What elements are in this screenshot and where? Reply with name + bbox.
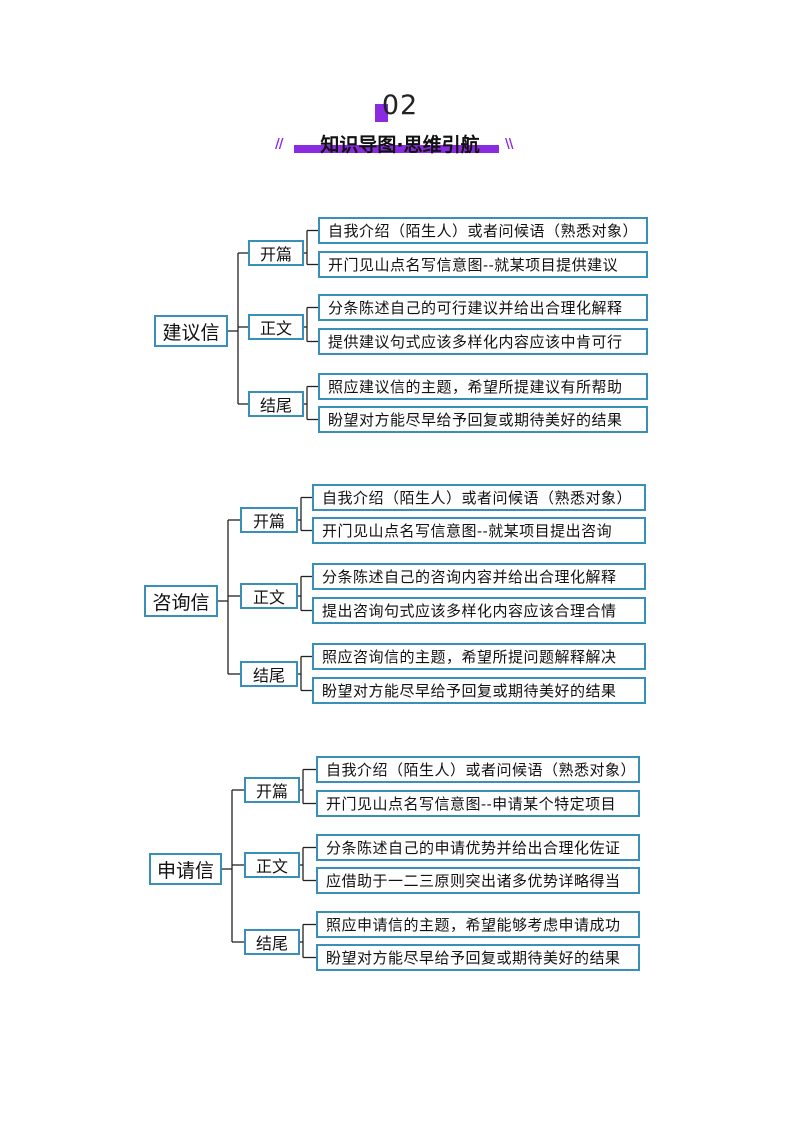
header-slash-right: \\: [505, 137, 513, 152]
section-node: 开篇: [240, 507, 298, 533]
section-node: 开篇: [244, 777, 300, 803]
section-node: 结尾: [240, 661, 298, 687]
header-number: 02: [381, 90, 419, 121]
leaf-node: 盼望对方能尽早给予回复或期待美好的结果: [312, 677, 646, 704]
leaf-node: 开门见山点名写信意图--就某项目提供建议: [318, 251, 648, 278]
section-node: 结尾: [244, 929, 300, 955]
leaf-node: 分条陈述自己的咨询内容并给出合理化解释: [312, 563, 646, 590]
leaf-node: 自我介绍（陌生人）或者问候语（熟悉对象）: [318, 217, 648, 244]
section-node: 开篇: [248, 240, 304, 266]
leaf-node: 分条陈述自己的可行建议并给出合理化解释: [318, 294, 648, 321]
leaf-node: 自我介绍（陌生人）或者问候语（熟悉对象）: [316, 756, 640, 783]
leaf-node: 开门见山点名写信意图--申请某个特定项目: [316, 790, 640, 817]
leaf-node: 提出咨询句式应该多样化内容应该合理合情: [312, 597, 646, 624]
section-node: 结尾: [248, 391, 304, 417]
leaf-node: 自我介绍（陌生人）或者问候语（熟悉对象）: [312, 484, 646, 511]
leaf-node: 照应建议信的主题，希望所提建议有所帮助: [318, 373, 648, 400]
header-title: 知识导图·思维引航: [320, 134, 480, 156]
section-node: 正文: [244, 852, 300, 878]
section-node: 正文: [248, 314, 304, 340]
leaf-node: 提供建议句式应该多样化内容应该中肯可行: [318, 328, 648, 355]
root-node: 建议信: [154, 315, 228, 347]
leaf-node: 照应申请信的主题，希望能够考虑申请成功: [316, 911, 640, 938]
root-node: 申请信: [149, 853, 222, 885]
leaf-node: 盼望对方能尽早给予回复或期待美好的结果: [316, 944, 640, 971]
leaf-node: 照应咨询信的主题，希望所提问题解释解决: [312, 643, 646, 670]
header-slash-left: //: [275, 137, 283, 152]
leaf-node: 开门见山点名写信意图--就某项目提出咨询: [312, 517, 646, 544]
section-node: 正文: [240, 583, 298, 609]
header-number-accent: [375, 104, 388, 122]
header-title-accent: [294, 145, 499, 153]
leaf-node: 分条陈述自己的申请优势并给出合理化佐证: [316, 834, 640, 861]
root-node: 咨询信: [144, 585, 218, 617]
leaf-node: 盼望对方能尽早给予回复或期待美好的结果: [318, 406, 648, 433]
leaf-node: 应借助于一二三原则突出诸多优势详略得当: [316, 867, 640, 894]
